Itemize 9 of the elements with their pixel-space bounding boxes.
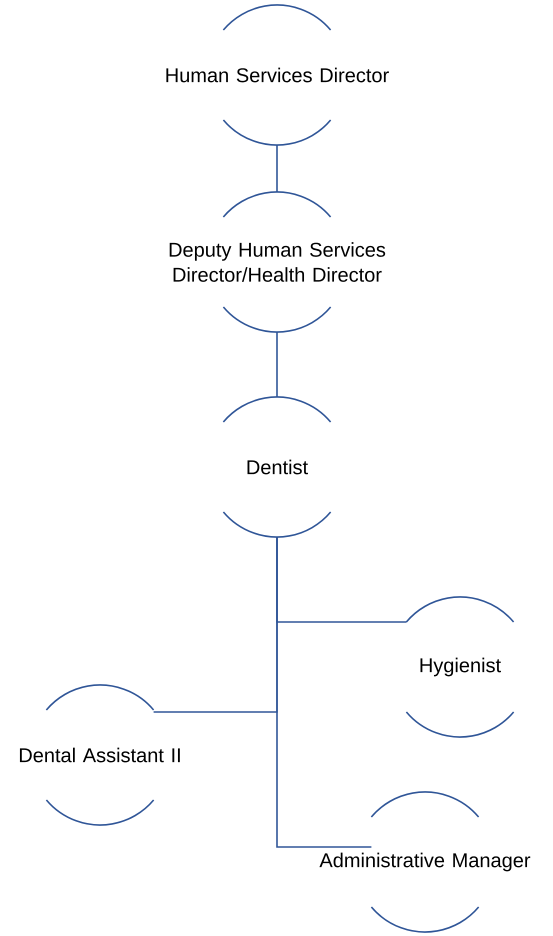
org-chart-node: Dental Assistant II xyxy=(20,684,180,826)
org-chart-node: Human Services Director xyxy=(166,4,389,146)
org-chart-node: Hygienist xyxy=(406,596,514,738)
org-chart-node: Dentist xyxy=(222,396,332,538)
org-chart-node: Deputy Human Services Director/Health Director xyxy=(170,191,386,333)
connector-line xyxy=(276,537,372,848)
org-chart-node: Administrative Manager xyxy=(319,791,530,933)
connector-line xyxy=(276,332,278,397)
connector-line xyxy=(276,145,278,192)
